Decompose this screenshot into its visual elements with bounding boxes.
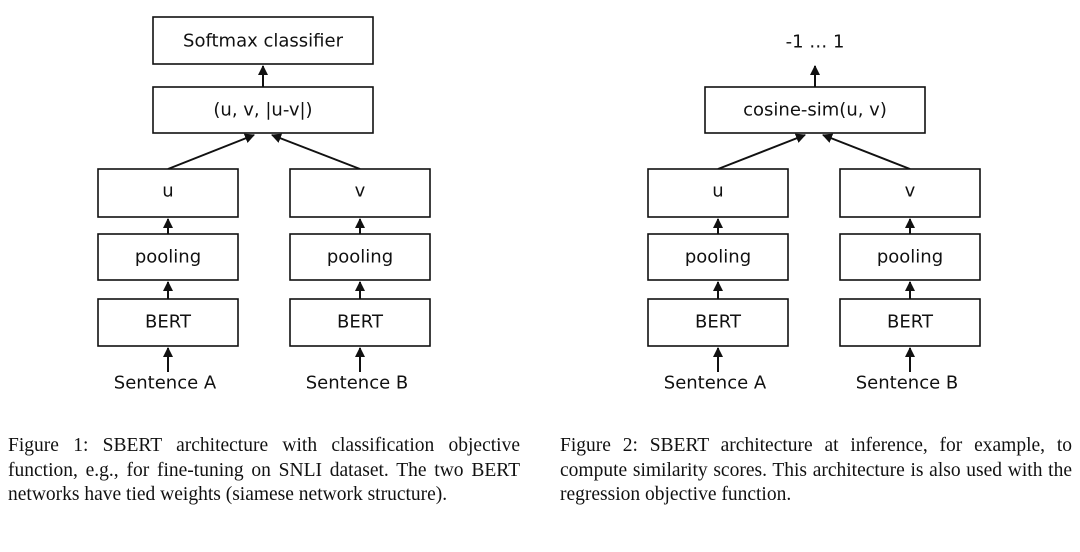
- bert-label: BERT: [887, 312, 934, 333]
- pooling-box-a: [647, 233, 789, 281]
- bert-box-b: [839, 298, 981, 347]
- cosine-sim-box: [704, 86, 926, 134]
- pooling-label: pooling: [135, 247, 201, 268]
- bert-label: BERT: [145, 312, 192, 333]
- sentence-b-label: Sentence B: [856, 373, 959, 394]
- arrow: [271, 133, 361, 170]
- pooling-box-b: [289, 233, 431, 281]
- figure-1-caption: Figure 1: SBERT architecture with classi…: [8, 435, 520, 506]
- figure-2-diagram: -1 … 1 cosine-sim(u, v) u pooling BERT S…: [647, 32, 981, 394]
- concat-label: (u, v, |u-v|): [213, 100, 312, 121]
- pooling-label: pooling: [685, 247, 751, 268]
- bert-box-b: [289, 298, 431, 347]
- bert-box-a: [97, 298, 239, 347]
- cosine-sim-label: cosine-sim(u, v): [743, 100, 887, 121]
- pooling-label: pooling: [327, 247, 393, 268]
- v-box: [839, 168, 981, 218]
- output-range-label: -1 … 1: [786, 32, 845, 53]
- u-label: u: [712, 181, 723, 202]
- bert-label: BERT: [337, 312, 384, 333]
- pooling-label: pooling: [877, 247, 943, 268]
- bert-label: BERT: [695, 312, 742, 333]
- u-box: [647, 168, 789, 218]
- arrow: [717, 133, 806, 170]
- pooling-box-b: [839, 233, 981, 281]
- sentence-a-label: Sentence A: [114, 373, 217, 394]
- sentence-b-label: Sentence B: [306, 373, 409, 394]
- arrow: [822, 133, 911, 170]
- bert-box-a: [647, 298, 789, 347]
- softmax-classifier-label: Softmax classifier: [183, 31, 344, 52]
- sentence-a-label: Sentence A: [664, 373, 767, 394]
- u-box: [97, 168, 239, 218]
- softmax-classifier-box: [152, 16, 374, 65]
- v-label: v: [905, 181, 916, 202]
- figure-2-caption: Figure 2: SBERT architecture at inferenc…: [560, 435, 1072, 506]
- figure-1-diagram: Softmax classifier (u, v, |u-v|) u pooli…: [97, 16, 431, 394]
- u-label: u: [162, 181, 173, 202]
- v-box: [289, 168, 431, 218]
- arrow: [167, 133, 255, 170]
- v-label: v: [355, 181, 366, 202]
- pooling-box-a: [97, 233, 239, 281]
- concat-box: [152, 86, 374, 134]
